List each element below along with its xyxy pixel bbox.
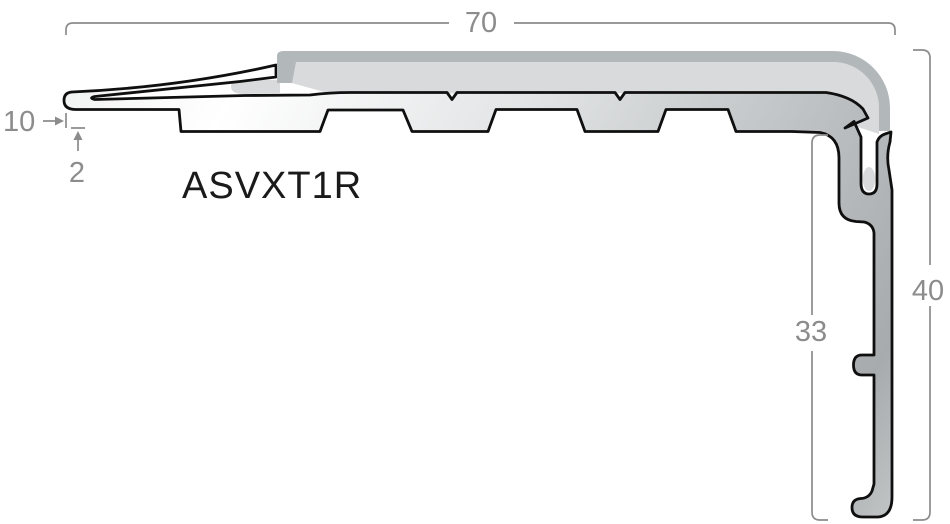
dimension-tip-thickness-label: 2: [69, 157, 85, 189]
insert-tongue: [231, 80, 280, 94]
profile-outline: [62, 63, 894, 519]
dimension-tip-thickness-arrowhead: [73, 131, 83, 140]
dimension-outer-height: 40: [912, 49, 944, 521]
dimension-width-label: 70: [465, 7, 497, 39]
dimension-tip-inset-label: 10: [3, 106, 35, 138]
dimension-outer-height-label: 40: [912, 275, 944, 307]
dimension-tip-inset-arrowhead: [55, 116, 64, 126]
dimension-tip-thickness-arrow-line: [71, 127, 85, 151]
dimension-tip-inset: 10: [3, 106, 67, 138]
dimension-inner-height-line: [811, 134, 828, 521]
dimension-width-line: [65, 22, 896, 35]
insert-body: [277, 62, 879, 134]
insert-tail-drop: [862, 167, 876, 191]
dimension-tip-thickness: 2: [69, 127, 85, 189]
dimension-inner-height-label: 33: [795, 316, 827, 348]
dimension-tip-inset-arrow-line: [43, 113, 67, 128]
dimension-width: 70: [65, 7, 896, 39]
insert-wear-band: [277, 51, 890, 131]
product-code-label: ASVXT1R: [182, 165, 362, 207]
dimension-outer-height-line: [913, 49, 931, 521]
dimension-inner-height: 33: [795, 134, 828, 521]
